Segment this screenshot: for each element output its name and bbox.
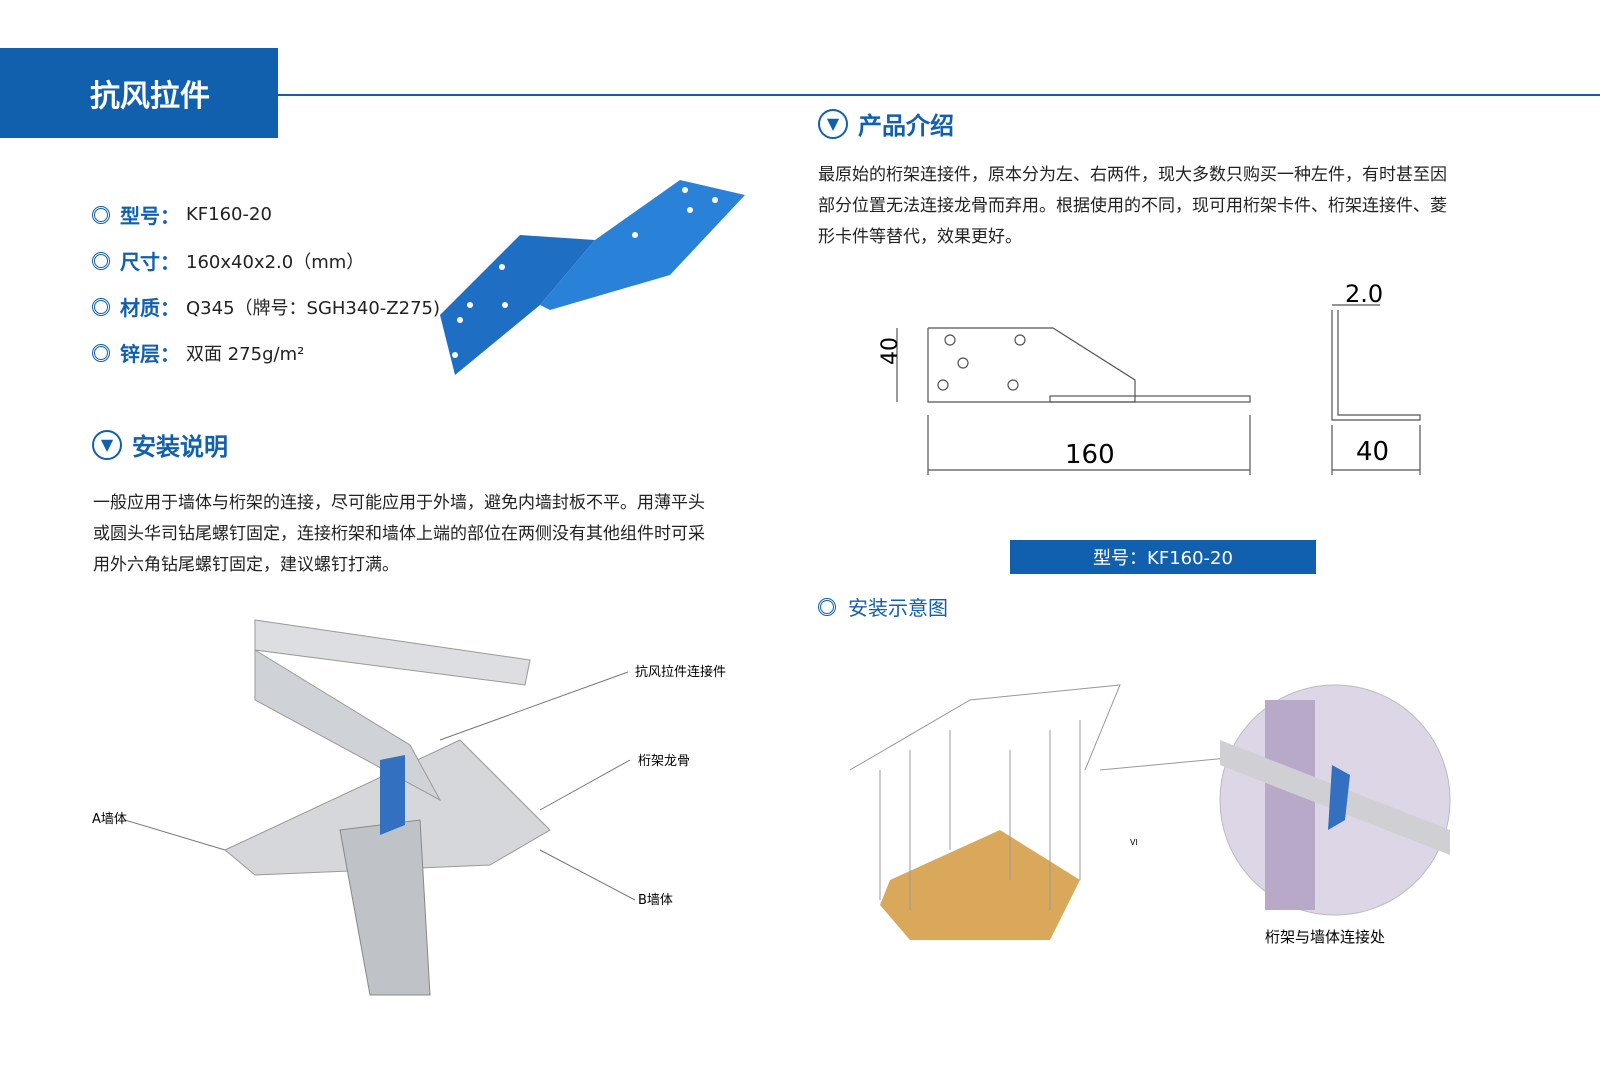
install-text: 一般应用于墙体与桁架的连接，尽可能应用于外墙，避免内墙封板不平。用薄平头 或圆头… xyxy=(93,488,773,581)
text-line: 一般应用于墙体与桁架的连接，尽可能应用于外墙，避免内墙封板不平。用薄平头 xyxy=(93,493,705,513)
text-line: 部分位置无法连接龙骨而弃用。根据使用的不同，现可用桁架卡件、桁架连接件、菱 xyxy=(818,196,1447,216)
spec-key: 尺寸： xyxy=(120,250,180,274)
label-connector: 抗风拉件连接件 xyxy=(635,664,726,680)
intro-text: 最原始的桁架连接件，原本分为左、右两件，现大多数只购买一种左件，有时甚至因 部分… xyxy=(818,160,1518,253)
section-title: 安装示意图 xyxy=(848,596,948,620)
ring-icon xyxy=(92,343,110,362)
chevron-down-icon: ▼ xyxy=(92,429,122,460)
spec-coating: 锌层： 双面 275g/m² xyxy=(92,338,304,367)
install-heading: ▼ 安装说明 xyxy=(92,427,228,462)
ring-icon xyxy=(92,297,110,316)
spec-size: 尺寸： 160x40x2.0（mm） xyxy=(92,246,364,275)
label-vi: VI xyxy=(1130,838,1138,847)
text-line: 或圆头华司钻尾螺钉固定，连接桁架和墙体上端的部位在两侧没有其他组件时可采 xyxy=(93,524,705,544)
text-line: 用外六角钻尾螺钉固定，建议螺钉打满。 xyxy=(93,555,399,575)
spec-key: 锌层： xyxy=(120,342,180,366)
diagram-heading: 安装示意图 xyxy=(818,592,948,621)
spec-key: 材质： xyxy=(120,296,180,320)
intro-heading: ▼ 产品介绍 xyxy=(818,106,954,141)
spec-value: Q345（牌号：SGH340-Z275) xyxy=(186,297,440,319)
spec-material: 材质： Q345（牌号：SGH340-Z275) xyxy=(92,292,440,321)
ring-icon xyxy=(92,205,110,224)
product-image xyxy=(440,180,745,375)
section-title: 产品介绍 xyxy=(858,112,954,140)
ring-icon xyxy=(92,251,110,270)
section-title: 安装说明 xyxy=(132,433,228,461)
chevron-down-icon: ▼ xyxy=(818,108,848,139)
label-detail: 桁架与墙体连接处 xyxy=(1265,928,1385,946)
text-line: 形卡件等替代，效果更好。 xyxy=(818,227,1022,247)
dim-length: 160 xyxy=(1065,440,1115,470)
model-banner: 型号：KF160-20 xyxy=(1010,540,1316,574)
dim-height: 40 xyxy=(878,337,903,365)
ring-icon xyxy=(818,597,836,616)
text-line: 最原始的桁架连接件，原本分为左、右两件，现大多数只购买一种左件，有时甚至因 xyxy=(818,165,1447,185)
dim-width: 40 xyxy=(1356,437,1389,467)
spec-value: KF160-20 xyxy=(186,204,272,225)
technical-drawing: 40 160 2.0 40 xyxy=(878,280,1421,475)
dim-thickness: 2.0 xyxy=(1345,280,1383,308)
title-divider xyxy=(278,94,1600,96)
spec-value: 双面 275g/m² xyxy=(186,343,305,365)
page-title: 抗风拉件 xyxy=(0,48,278,138)
label-wall-a: A墙体 xyxy=(92,812,127,827)
installation-illustration: 抗风拉件连接件 桁架龙骨 A墙体 B墙体 xyxy=(92,619,726,996)
spec-key: 型号： xyxy=(120,204,180,228)
house-frame-diagram: VI 桁架与墙体连接处 xyxy=(850,684,1451,946)
spec-model: 型号： KF160-20 xyxy=(92,200,272,229)
label-wall-b: B墙体 xyxy=(638,893,673,908)
spec-value: 160x40x2.0（mm） xyxy=(186,251,365,273)
label-truss: 桁架龙骨 xyxy=(638,754,690,769)
